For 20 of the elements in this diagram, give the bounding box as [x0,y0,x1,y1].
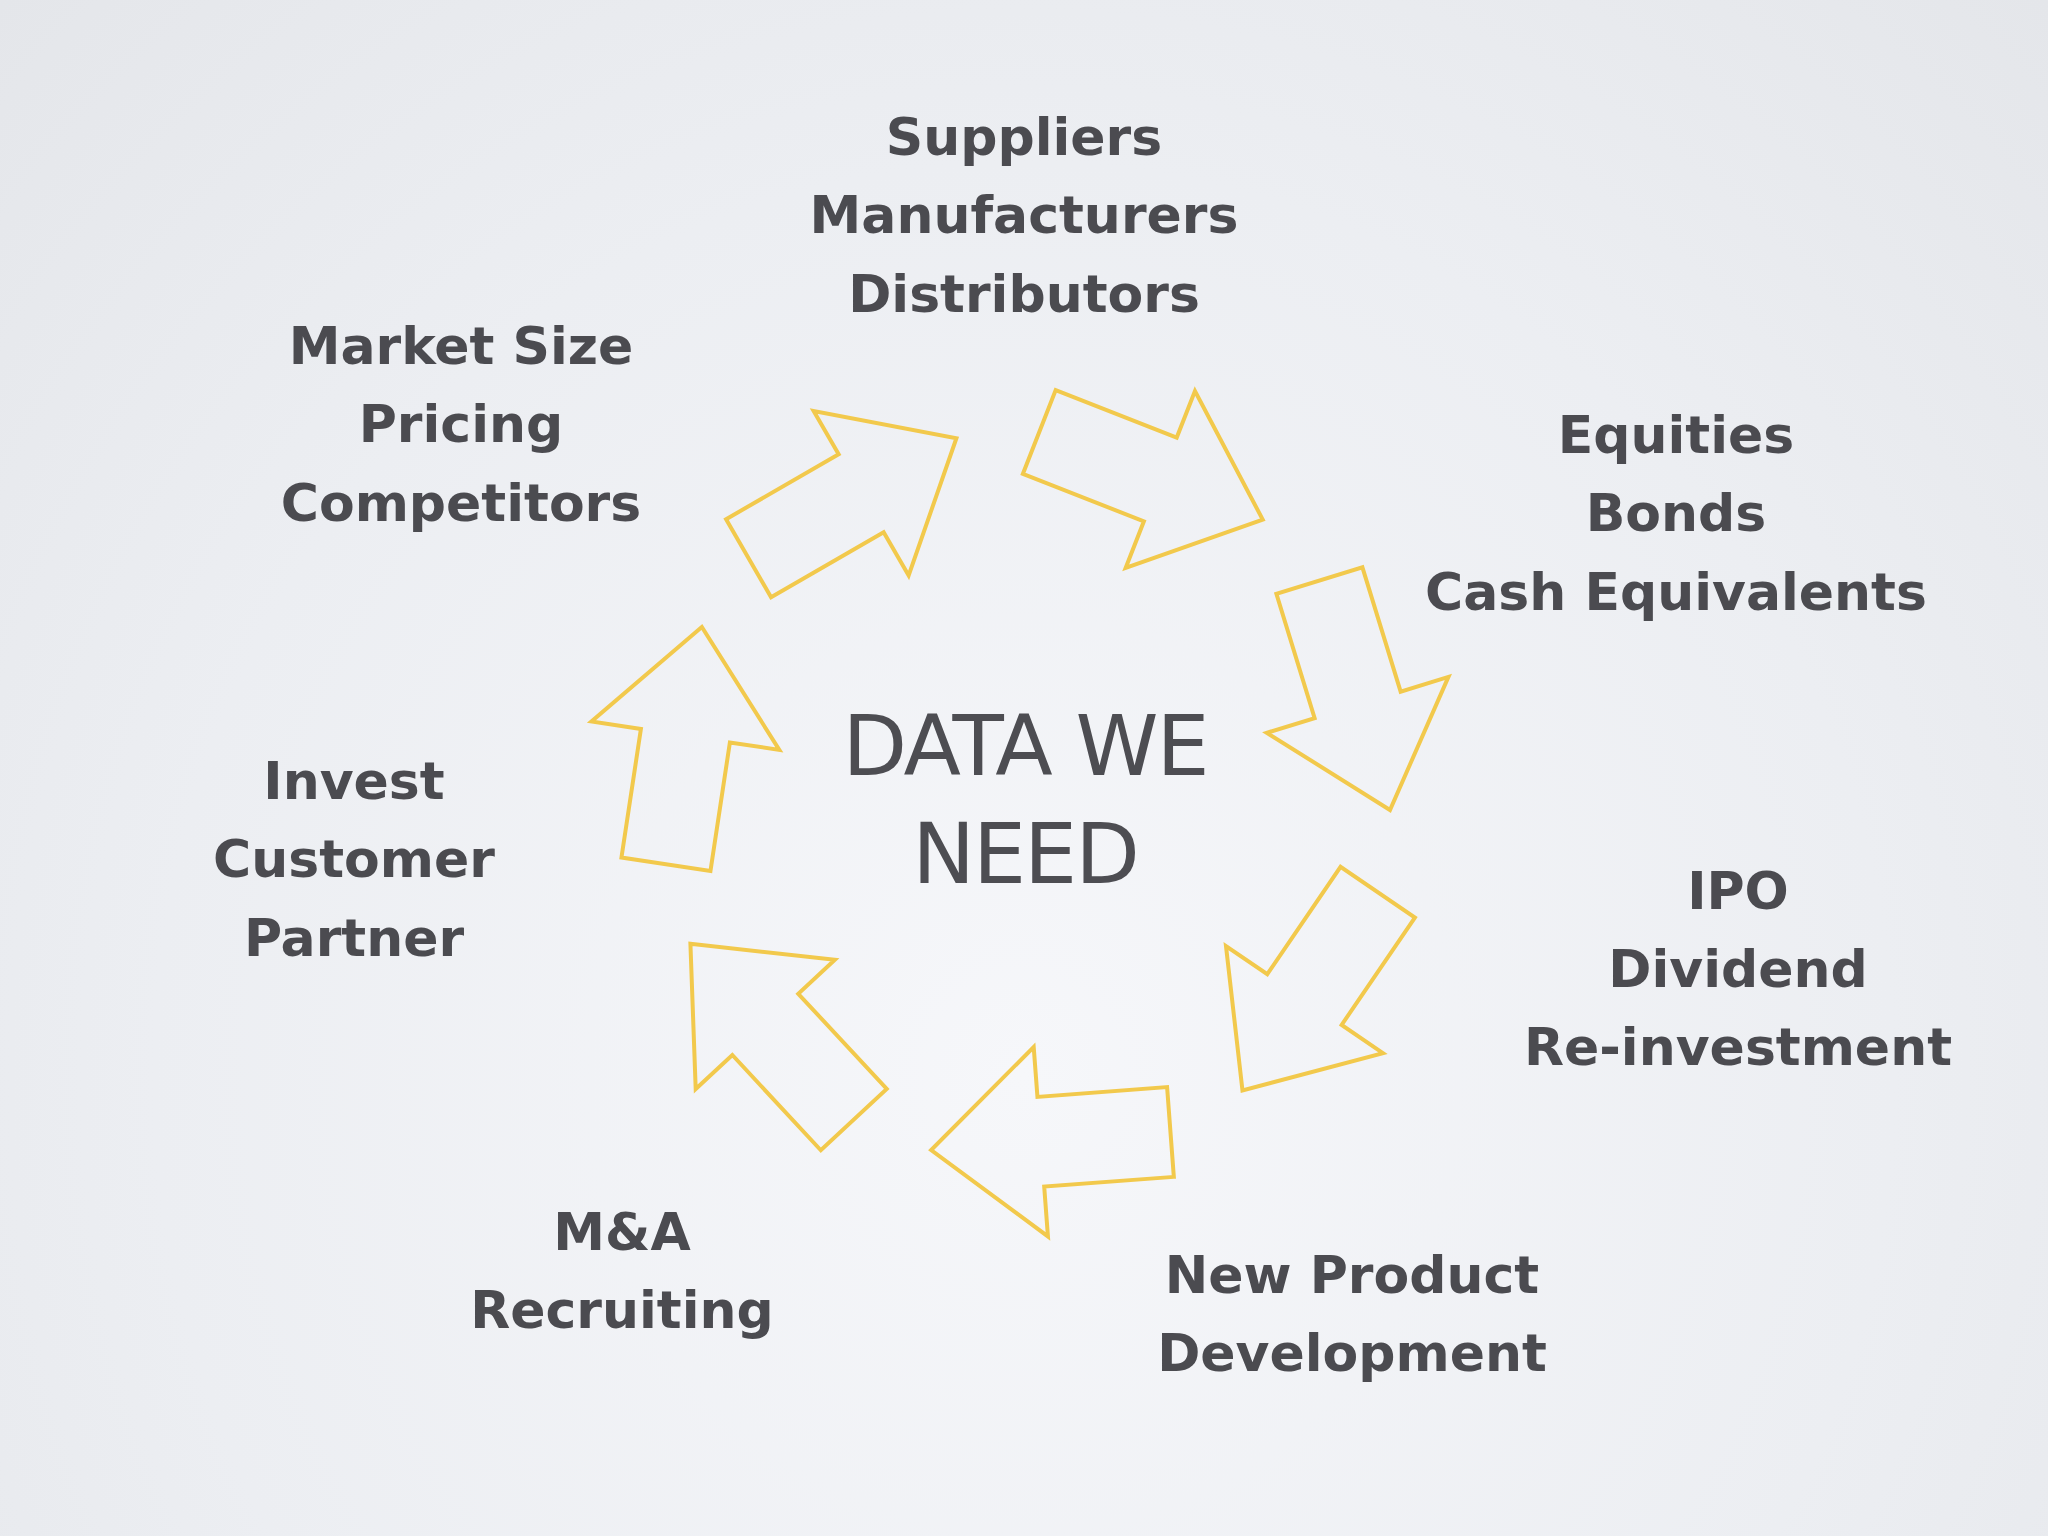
category-label: Suppliers [885,107,1163,167]
category-label: Cash Equivalents [1425,562,1927,622]
center-title: DATA WE NEED [841,696,1209,905]
category-label: Invest [263,751,445,811]
category-label: IPO [1687,861,1789,921]
category-label: Manufacturers [809,185,1239,245]
category-label: Competitors [280,473,642,533]
category-label: Development [1157,1323,1547,1383]
category-label: Dividend [1608,939,1868,999]
category-label: Distributors [848,264,1200,324]
category-label: Pricing [358,394,564,454]
category-label: Partner [243,908,465,968]
category-label: Market Size [288,316,634,376]
category-label: New Product [1164,1245,1540,1305]
category-label: Equities [1557,405,1795,465]
category-label: M&A [553,1202,691,1262]
category-label: Recruiting [470,1280,774,1340]
category-label: Customer [213,829,495,889]
category-label: Bonds [1585,483,1767,543]
category-label: Re-investment [1524,1017,1952,1077]
